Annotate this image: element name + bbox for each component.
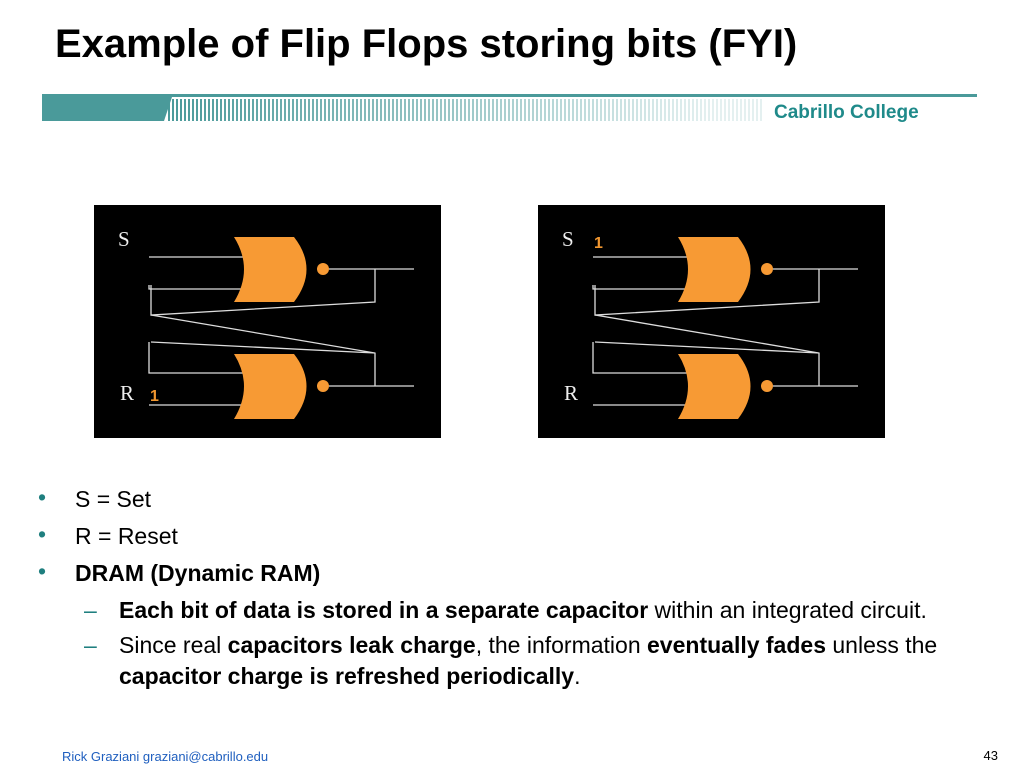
bullet-item: •S = Set (38, 484, 152, 512)
bullet-list: •S = Set •R = Reset •DRAM (Dynamic RAM) … (38, 484, 958, 696)
s-label: S (118, 227, 130, 251)
s-value: 1 (594, 235, 603, 252)
flip-flop-diagram-set: S 1 R (538, 205, 885, 438)
nor-gate (234, 237, 307, 302)
page-number: 43 (983, 748, 998, 763)
slide-title: Example of Flip Flops storing bits (FYI) (55, 22, 798, 66)
bullet-item: •R = Reset (38, 521, 178, 549)
r-value: 1 (150, 388, 159, 405)
nor-gate (678, 237, 751, 302)
nor-gate (678, 354, 751, 419)
footer-author: Rick Graziani graziani@cabrillo.edu (62, 749, 269, 764)
header-band (42, 94, 977, 121)
nor-gate (234, 354, 307, 419)
sub-bullet-item: –Since real capacitors leak charge, the … (84, 632, 938, 689)
r-label: R (564, 381, 579, 405)
flip-flop-diagram-reset: S R 1 (94, 205, 441, 438)
s-label: S (562, 227, 574, 251)
bullet-item: •DRAM (Dynamic RAM) (38, 558, 321, 586)
college-logo: Cabrillo College (774, 102, 919, 123)
sub-bullet-item: –Each bit of data is stored in a separat… (84, 597, 927, 623)
r-label: R (120, 381, 135, 405)
